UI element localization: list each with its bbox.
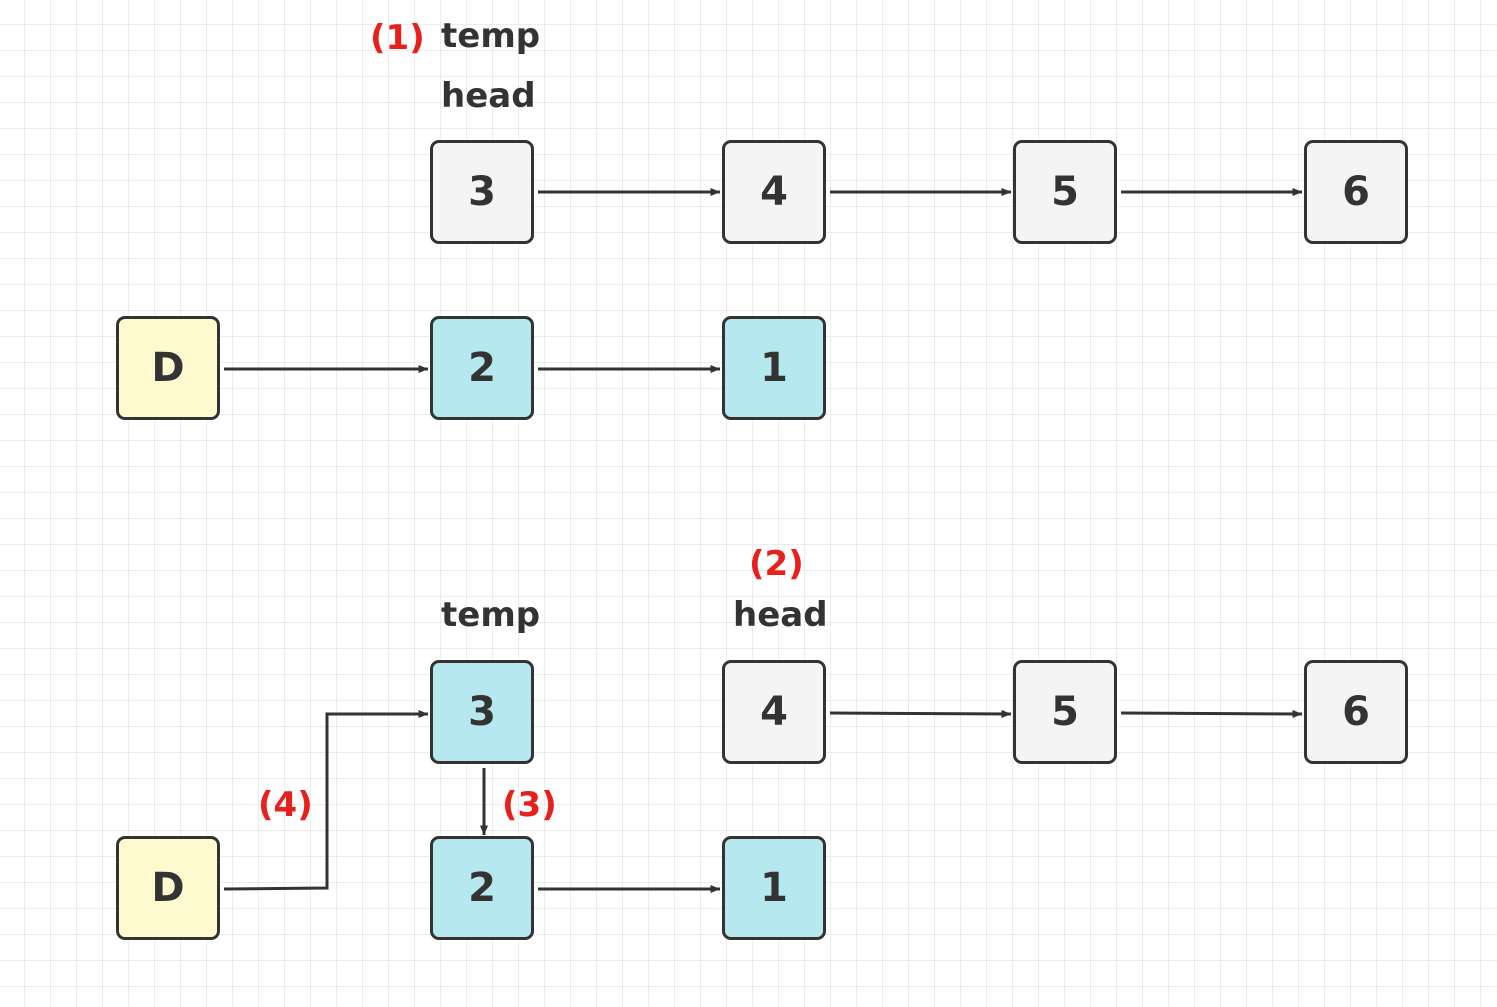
step-label-3: (3): [502, 785, 557, 825]
arrow-5-to-6-b: [1120, 709, 1303, 718]
node-4-b: 4: [722, 660, 826, 764]
node-5: 5: [1013, 140, 1117, 244]
temp-pointer-label-b: temp: [441, 595, 541, 635]
node-2: 2: [430, 316, 534, 420]
step-label-4: (4): [258, 785, 313, 825]
dummy-node: D: [116, 316, 220, 420]
node-1: 1: [722, 316, 826, 420]
node-1-b: 1: [722, 836, 826, 940]
head-pointer-label: head: [441, 76, 536, 116]
head-pointer-label-b: head: [733, 595, 828, 635]
temp-node-3: 3: [430, 660, 534, 764]
node-6: 6: [1304, 140, 1408, 244]
temp-pointer-label: temp: [441, 16, 541, 56]
node-5-b: 5: [1013, 660, 1117, 764]
node-2-b: 2: [430, 836, 534, 940]
arrow-d-to-temp: [223, 710, 429, 891]
dummy-node-b: D: [116, 836, 220, 940]
step-label-1: (1): [370, 18, 425, 58]
arrow-4-to-5-b: [829, 709, 1012, 718]
node-6-b: 6: [1304, 660, 1408, 764]
node-4: 4: [722, 140, 826, 244]
node-3: 3: [430, 140, 534, 244]
step-label-2: (2): [749, 544, 804, 584]
